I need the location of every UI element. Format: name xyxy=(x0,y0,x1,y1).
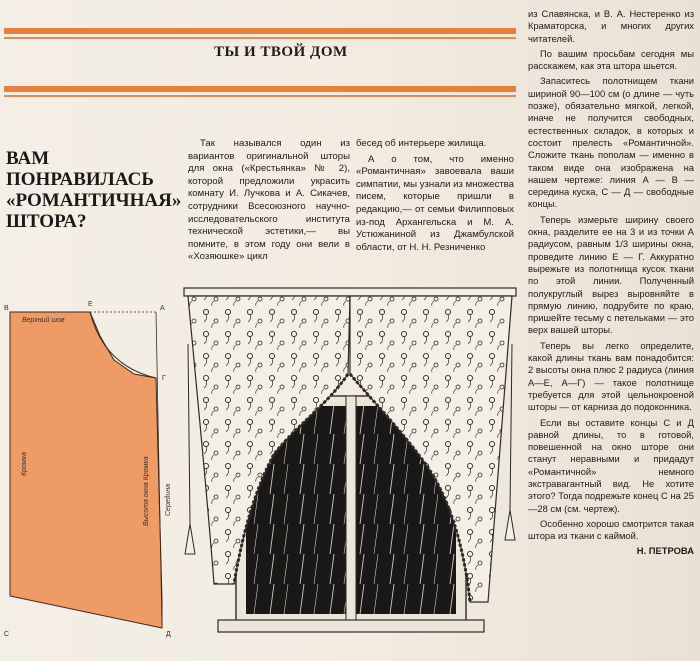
left-edge-label: Кромка xyxy=(21,452,28,476)
paragraph: Запаситесь полотнищем ткани шириной 90—1… xyxy=(528,75,694,210)
point-label-a: А xyxy=(160,305,165,312)
paragraph: Теперь измерьте ширину своего окна, разд… xyxy=(528,213,694,336)
bottom-thin-rule xyxy=(4,95,516,97)
paragraph: из Славянска, и В. А. Нестеренко из Крам… xyxy=(528,8,694,44)
window-sill xyxy=(217,619,485,633)
point-label-g: Г xyxy=(162,375,166,382)
tieback-cord-right xyxy=(509,343,513,511)
curtain-right-border xyxy=(348,373,472,603)
paragraph: А о том, что именно «Романтичная» завоев… xyxy=(356,153,514,253)
paragraph: бесед об интерьере жилища. xyxy=(356,138,487,149)
point-label-e: Е xyxy=(88,301,93,308)
article-column-2: бесед об интерьере жилища. А о том, что … xyxy=(356,138,514,257)
top-seam-label: Верхний шов xyxy=(22,316,65,324)
curtain-illustration xyxy=(183,287,517,633)
paragraph: Так назывался один из вариантов оригинал… xyxy=(188,138,350,263)
article-column-3: из Славянска, и В. А. Нестеренко из Крам… xyxy=(528,8,694,561)
pattern-fabric-shape xyxy=(9,311,163,629)
paragraph: Теперь вы легко определите, какой длины … xyxy=(528,339,694,413)
headline-line-2: «РОМАНТИЧНАЯ» xyxy=(6,190,182,211)
headline-line-3: ШТОРА? xyxy=(6,211,87,232)
section-title: ТЫ И ТВОЙ ДОМ xyxy=(214,44,348,60)
right-guide-line xyxy=(155,311,163,629)
top-accent-rule xyxy=(4,28,516,34)
top-thin-rule xyxy=(4,37,516,39)
headline-line-1: ВАМ ПОНРАВИЛАСЬ xyxy=(6,148,154,190)
cut-arc xyxy=(89,311,157,379)
point-label-b: В xyxy=(4,305,9,312)
paragraph: Особенно хорошо смотрится такая штора из… xyxy=(528,517,694,542)
point-label-d: Д xyxy=(166,631,171,638)
paragraph: Если вы оставите концы С и Д равной длин… xyxy=(528,416,694,514)
bottom-accent-rule xyxy=(4,86,516,92)
tassel-left-icon xyxy=(184,523,196,555)
right-edge-label: Высота окна Кромка xyxy=(143,456,150,526)
curtain-rod xyxy=(183,287,517,297)
article-column-1: Так назывался один из вариантов оригинал… xyxy=(188,138,350,267)
point-label-c: С xyxy=(4,631,9,638)
curtain-left-border xyxy=(232,373,350,585)
window-mullion xyxy=(345,395,357,627)
middle-label: Середина xyxy=(164,484,172,516)
tassel-right-icon xyxy=(504,509,516,541)
tieback-cord-left xyxy=(187,343,191,525)
curtain-pattern-diagram: В Е Г А С Д Верхний шов Кромка Высота ок… xyxy=(4,301,172,638)
article-headline: ВАМ ПОНРАВИЛАСЬ «РОМАНТИЧНАЯ» ШТОРА? xyxy=(6,148,182,232)
author-signature: Н. ПЕТРОВА xyxy=(636,545,694,557)
paragraph: По вашим просьбам сегодня мы расскажем, … xyxy=(528,47,694,72)
